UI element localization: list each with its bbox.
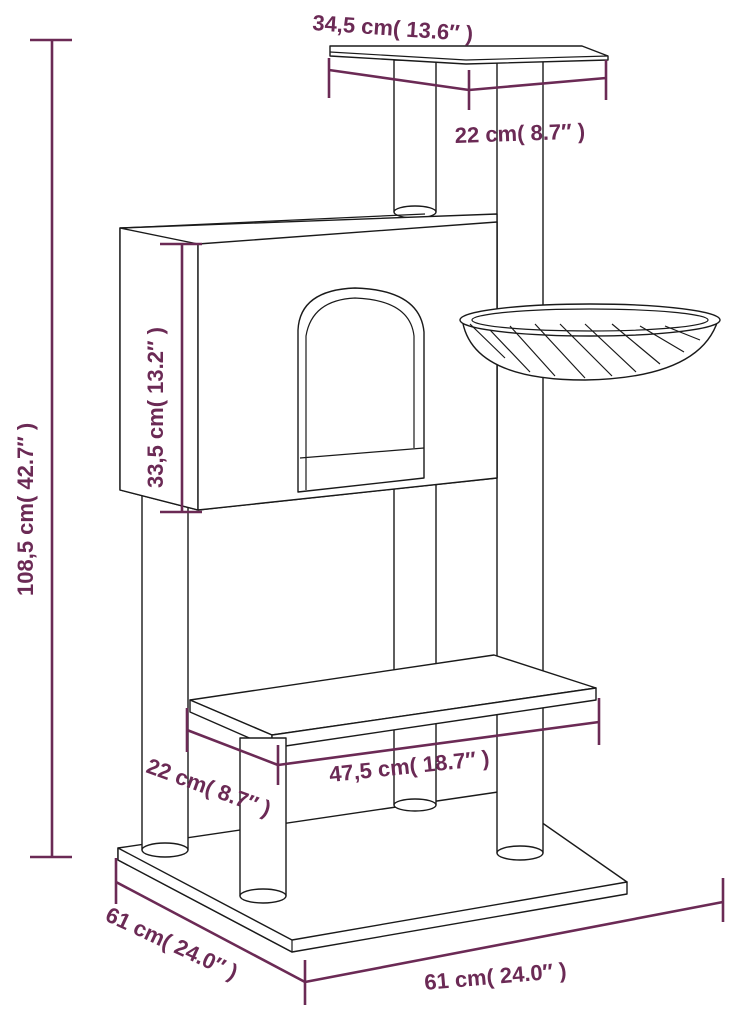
house-height-label: 33,5 cm( 13.2″ )	[143, 327, 168, 488]
back-posts	[393, 479, 437, 812]
right-lower-post	[496, 699, 544, 861]
total-height-label: 108,5 cm( 42.7″ )	[13, 423, 38, 596]
top-width-label: 34,5 cm( 13.6″ )	[312, 10, 474, 46]
base-width-label: 61 cm( 24.0″ )	[423, 958, 567, 995]
base-width-line	[304, 900, 724, 984]
cat-tree-illustration	[117, 45, 721, 953]
top-depth-label: 22 cm( 8.7″ )	[454, 118, 585, 148]
top-platform	[329, 45, 609, 65]
top-depth-line	[468, 76, 607, 92]
base-plate	[117, 791, 628, 953]
condo-box	[119, 213, 498, 511]
step-platform	[189, 654, 597, 749]
step-depth-line	[186, 728, 279, 767]
dimension-lines	[30, 38, 725, 1005]
left-front-post	[141, 494, 189, 858]
base-depth-line	[115, 880, 306, 984]
top-width-line	[328, 68, 470, 92]
step-width-line	[277, 720, 600, 767]
hammock-bowl	[459, 303, 721, 381]
